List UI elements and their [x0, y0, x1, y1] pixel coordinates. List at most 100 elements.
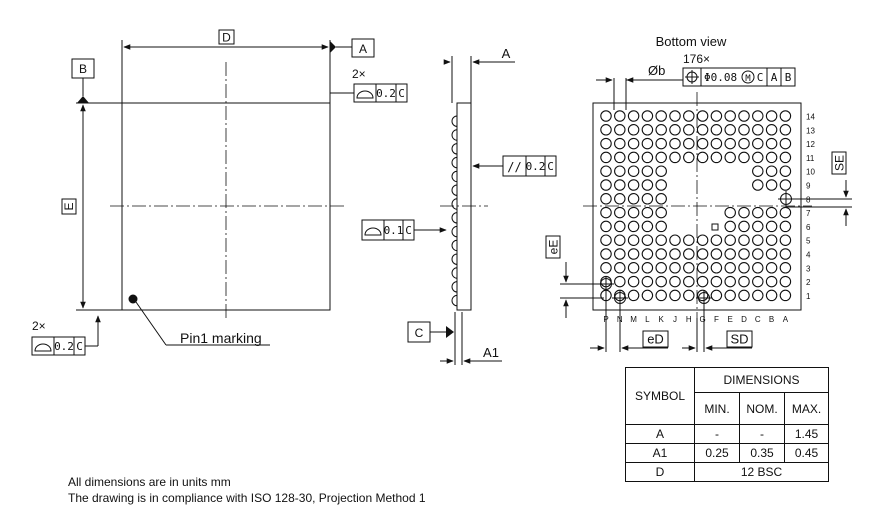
solder-ball	[710, 289, 723, 302]
solder-ball	[655, 151, 667, 164]
solder-ball	[696, 262, 709, 274]
solder-ball	[696, 110, 709, 122]
solder-ball	[627, 275, 640, 288]
solder-ball	[752, 110, 764, 122]
svg-text:Φ0.08: Φ0.08	[704, 71, 737, 84]
solder-ball	[600, 248, 612, 260]
solder-ball	[738, 248, 750, 260]
solder-ball	[655, 262, 667, 274]
solder-ball	[627, 124, 640, 136]
solder-ball	[627, 234, 640, 246]
ball-count: 176×	[683, 52, 710, 66]
svg-text:C: C	[757, 71, 764, 84]
solder-ball	[683, 151, 695, 164]
dimension-eE-label: eE	[547, 240, 561, 255]
solder-ball	[669, 275, 681, 288]
solder-ball	[738, 124, 750, 136]
solder-ball	[752, 248, 764, 260]
datum-B-label: B	[79, 62, 87, 76]
solder-ball	[655, 275, 667, 288]
solder-ball	[669, 289, 681, 302]
solder-ball	[669, 151, 681, 164]
datum-A-label-top: A	[359, 42, 367, 56]
solder-ball	[765, 124, 778, 136]
solder-ball	[614, 206, 626, 219]
solder-ball	[627, 220, 640, 233]
solder-ball	[710, 234, 723, 246]
ball-diameter-label: Øb	[648, 63, 665, 78]
row-label: 14	[806, 113, 815, 122]
side-ball	[451, 281, 458, 293]
solder-ball	[696, 275, 709, 288]
solder-ball	[752, 151, 764, 164]
solder-ball	[614, 151, 626, 164]
solder-ball	[683, 234, 695, 246]
dimension-A1-label: A1	[483, 345, 499, 360]
package-drawing: Pin1 marking D A 2× 0.2 C E	[31, 29, 852, 365]
solder-ball	[765, 289, 778, 302]
solder-ball	[683, 110, 695, 122]
col-label: K	[659, 315, 665, 324]
solder-ball	[655, 248, 667, 260]
solder-ball	[614, 193, 626, 205]
solder-ball	[614, 124, 626, 136]
table-row: A - - 1.45	[625, 424, 829, 444]
symbol-header: SYMBOL	[625, 367, 695, 425]
solder-ball	[710, 262, 723, 274]
solder-ball	[669, 124, 681, 136]
solder-ball	[752, 234, 764, 246]
row-label: 12	[806, 140, 815, 149]
solder-ball	[614, 248, 626, 260]
col-label: H	[686, 315, 692, 324]
flatness-frame-top: 0.2 C	[353, 83, 408, 103]
dimension-E-label: E	[62, 202, 76, 210]
top-view: Pin1 marking D A 2× 0.2 C E	[31, 29, 408, 356]
row-value: 12 BSC	[694, 462, 829, 482]
col-label: L	[645, 315, 650, 324]
solder-ball	[752, 220, 764, 233]
solder-ball	[641, 193, 654, 205]
col-label: B	[769, 315, 774, 324]
solder-ball	[641, 206, 654, 219]
package-body-side	[456, 102, 472, 311]
side-ball	[451, 225, 458, 238]
solder-ball	[655, 165, 667, 177]
note-units: All dimensions are in units mm	[68, 475, 231, 489]
solder-ball	[752, 206, 764, 219]
solder-ball	[738, 151, 750, 164]
solder-ball	[655, 220, 667, 233]
solder-ball	[600, 110, 612, 122]
solder-ball	[738, 289, 750, 302]
solder-ball	[669, 110, 681, 122]
dimensions-header: DIMENSIONS	[694, 367, 829, 393]
solder-ball	[641, 151, 654, 164]
solder-ball	[655, 137, 667, 150]
solder-ball	[641, 220, 654, 233]
solder-ball	[765, 179, 778, 191]
orientation-mark	[711, 223, 719, 231]
svg-text:0.2: 0.2	[526, 160, 546, 173]
solder-ball	[752, 262, 764, 274]
table-row: A1 0.25 0.35 0.45	[625, 443, 829, 463]
solder-ball	[779, 234, 792, 246]
solder-ball	[627, 151, 640, 164]
solder-ball	[669, 137, 681, 150]
solder-ball	[765, 206, 778, 219]
solder-ball	[765, 165, 778, 177]
solder-ball	[724, 220, 736, 233]
ball-grid	[600, 110, 792, 302]
solder-ball	[641, 179, 654, 191]
solder-ball	[738, 206, 750, 219]
bottom-view-title: Bottom view	[656, 34, 727, 49]
solder-ball	[614, 110, 626, 122]
dimension-SE-label: SE	[833, 155, 847, 171]
solder-ball	[779, 151, 792, 164]
solder-ball	[614, 234, 626, 246]
col-label: E	[728, 315, 733, 324]
side-balls	[451, 115, 458, 307]
solder-ball	[710, 137, 723, 150]
solder-ball	[600, 124, 612, 136]
min-header: MIN.	[694, 392, 740, 425]
solder-ball	[765, 234, 778, 246]
side-ball	[451, 198, 458, 210]
